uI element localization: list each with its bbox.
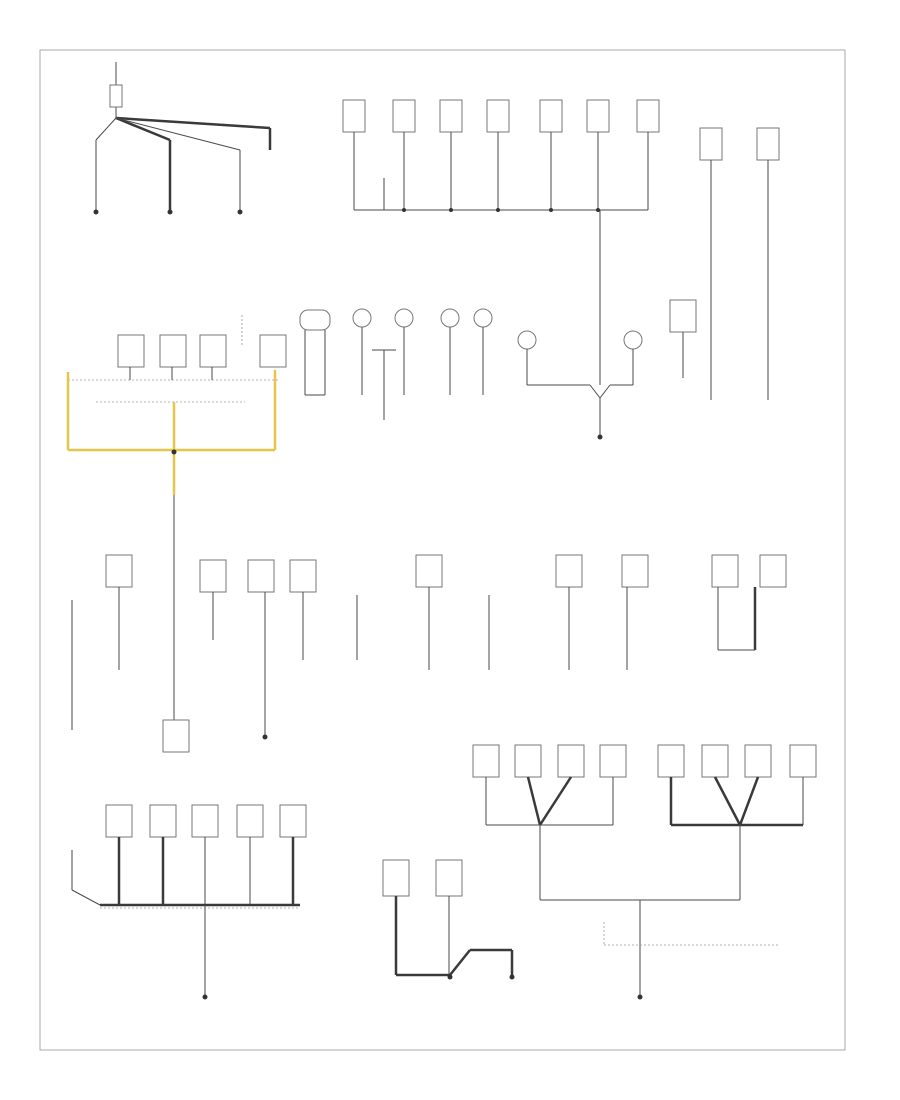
component-box (299, 309, 331, 331)
component-box (382, 859, 410, 897)
lamp-socket (440, 308, 460, 328)
component-box (711, 554, 739, 588)
component-box (439, 99, 463, 133)
component-box (199, 334, 227, 368)
lamp-socket (394, 308, 414, 328)
bottom-right-groups (472, 744, 817, 1000)
component-box (699, 127, 723, 161)
component-box (557, 744, 585, 778)
lamp-socket (352, 308, 372, 328)
component-box (539, 99, 563, 133)
component-box (759, 554, 787, 588)
component-box (191, 804, 219, 838)
component-box (636, 99, 660, 133)
component-box (392, 99, 416, 133)
component-box (657, 744, 685, 778)
mid-lamp-group (299, 299, 697, 440)
component-box (486, 99, 510, 133)
component-box (435, 859, 463, 897)
component-box (756, 127, 780, 161)
lamp-socket (517, 330, 537, 350)
component-box (149, 804, 177, 838)
component-box (236, 804, 264, 838)
component-box (514, 744, 542, 778)
component-box (162, 719, 190, 753)
component-box (289, 559, 317, 593)
component-box (621, 554, 649, 588)
lamp-socket (623, 330, 643, 350)
component-box (744, 744, 772, 778)
diagram-frame (39, 49, 846, 1051)
component-box (105, 804, 133, 838)
component-box (159, 334, 187, 368)
component-box (342, 99, 366, 133)
lower-component-row (71, 554, 787, 753)
component-box (586, 99, 610, 133)
battery-ground-section (93, 62, 272, 215)
component-box (472, 744, 500, 778)
component-box (247, 559, 275, 593)
component-box (701, 744, 729, 778)
component-box (555, 554, 583, 588)
component-box (199, 559, 227, 593)
lamp-socket (473, 308, 493, 328)
component-box (279, 804, 307, 838)
component-box (105, 554, 133, 588)
component-box (789, 744, 817, 778)
bottom-left-group (71, 804, 307, 1000)
component-box (117, 334, 145, 368)
battery-fusible-link (109, 84, 123, 108)
top-component-row (342, 99, 780, 400)
component-box (599, 744, 627, 778)
component-box (669, 299, 697, 333)
bottom-center-group (382, 859, 515, 980)
component-box (415, 554, 443, 588)
mid-left-component-group (66, 315, 287, 720)
component-box (259, 334, 287, 368)
